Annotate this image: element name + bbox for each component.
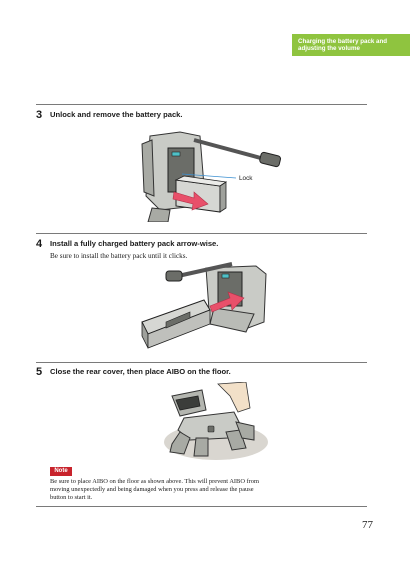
section-header-line-1: Charging the battery pack and [298,38,388,45]
section-header-line-2: adjusting the volume [298,45,360,52]
note-text-line-2: moving unexpectedly and being damaged wh… [50,486,254,494]
divider-bottom [36,506,367,507]
step-3-title: Unlock and remove the battery pack. [50,110,183,119]
note-text-line-1: Be sure to place AIBO on the floor as sh… [50,478,259,485]
note-text: Be sure to place AIBO on the floor as sh… [50,478,350,503]
page-number: 77 [362,519,373,531]
step-3: 3 Unlock and remove the battery pack. [36,109,367,129]
divider-step-4 [36,233,367,234]
lock-callout-label: Lock [239,175,253,182]
step-3-number: 3 [36,109,43,121]
step-5-number: 5 [36,366,43,378]
step-5-title: Close the rear cover, then place AIBO on… [50,367,231,376]
step-4-text: Be sure to install the battery pack unti… [50,252,188,260]
lock-callout-line [181,173,237,179]
divider-step-5 [36,362,367,363]
section-header-tab: Charging the battery pack and adjusting … [292,34,410,56]
note-badge: Note [50,467,72,476]
step-4-title: Install a fully charged battery pack arr… [50,239,219,248]
step-4-number: 4 [36,238,43,250]
step-4: 4 Install a fully charged battery pack a… [36,238,367,262]
aibo-on-floor-illustration [164,382,268,460]
divider-top [36,104,367,105]
note-text-line-3: button to start it. [50,494,93,502]
battery-install-illustration [141,262,267,349]
step-5: 5 Close the rear cover, then place AIBO … [36,366,367,386]
battery-removal-illustration [141,131,282,222]
